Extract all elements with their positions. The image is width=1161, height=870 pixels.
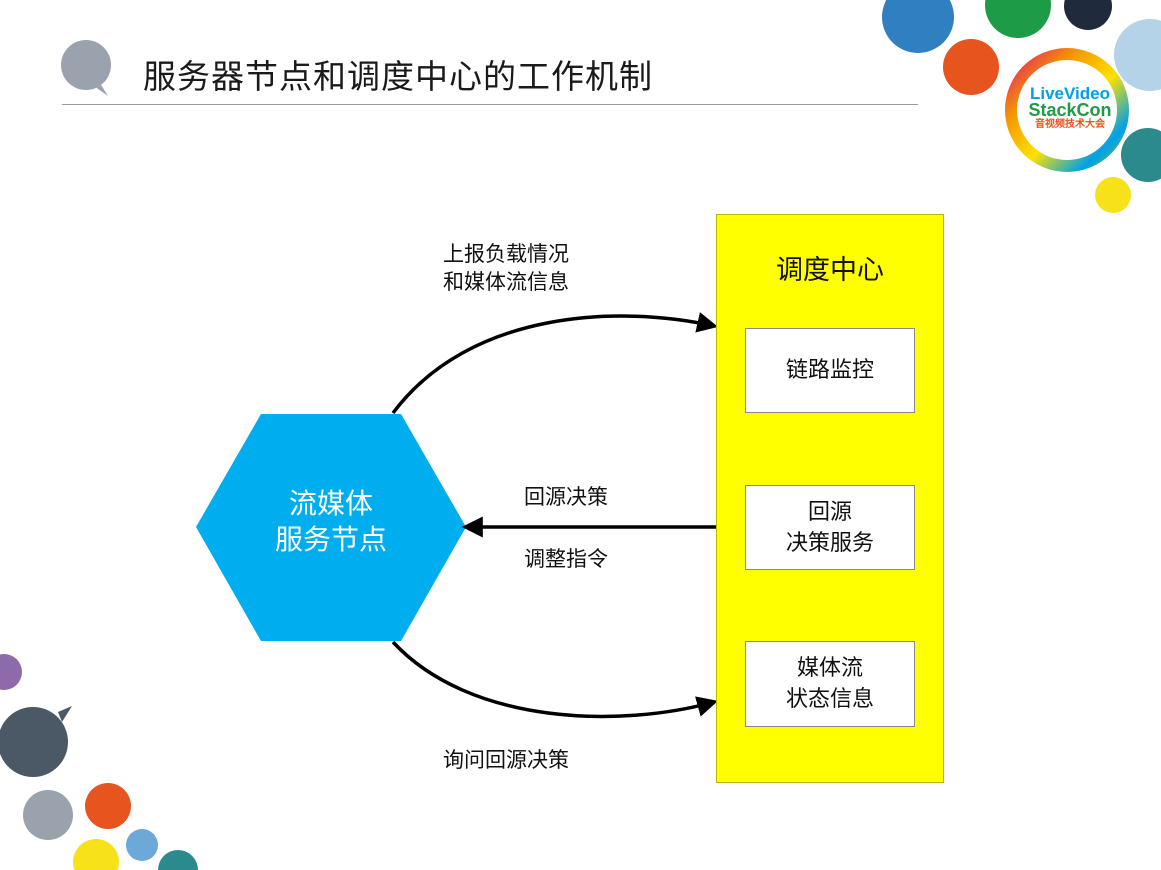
link-monitor-label: 链路监控 (785, 358, 874, 383)
decision-service-label-line-1: 回源 (807, 499, 852, 525)
decision-service-box: 回源 决策服务 (745, 485, 915, 570)
adjust-instruction-label: 调整指令 (524, 547, 608, 571)
bottom-left-decoration (0, 654, 198, 870)
streaming-node-label-line-1: 流媒体 (288, 487, 373, 520)
title-divider (62, 104, 918, 105)
streaming-node-label: 流媒体 服务节点 (196, 486, 466, 558)
query-decision-arrow (391, 640, 719, 719)
logo-line-2: StackCon (1028, 100, 1112, 120)
slide-title: 服务器节点和调度中心的工作机制 (143, 57, 653, 96)
livevideo-stackcon-logo (1005, 48, 1129, 172)
report-load-label: 上报负载情况 和媒体流信息 (443, 240, 569, 296)
link-monitor-box: 链路监控 (745, 328, 915, 413)
streaming-node-label-line-2: 服务节点 (274, 523, 387, 556)
back-source-decision-label: 回源决策 (524, 485, 608, 509)
logo-line-3: 音视频技术大会 (1035, 119, 1105, 130)
streaming-node-hexagon (196, 414, 466, 641)
logo-line-1: LiveVideo (1030, 84, 1110, 103)
title-bullet-icon (61, 40, 111, 96)
scheduling-center-title: 调度中心 (776, 255, 884, 286)
report-load-label-line-2: 和媒体流信息 (443, 270, 569, 294)
top-right-decoration (882, 0, 1161, 213)
stream-state-label-line-1: 媒体流 (796, 656, 863, 681)
stream-state-label-line-2: 状态信息 (785, 687, 874, 712)
decision-service-label-line-2: 决策服务 (785, 530, 874, 556)
report-load-arrow (391, 312, 719, 415)
report-load-label-line-1: 上报负载情况 (443, 242, 569, 266)
stream-state-box: 媒体流 状态信息 (745, 641, 915, 727)
query-decision-label: 询问回源决策 (443, 748, 569, 772)
logo-text: LiveVideo StackCon 音视频技术大会 (1020, 85, 1120, 131)
